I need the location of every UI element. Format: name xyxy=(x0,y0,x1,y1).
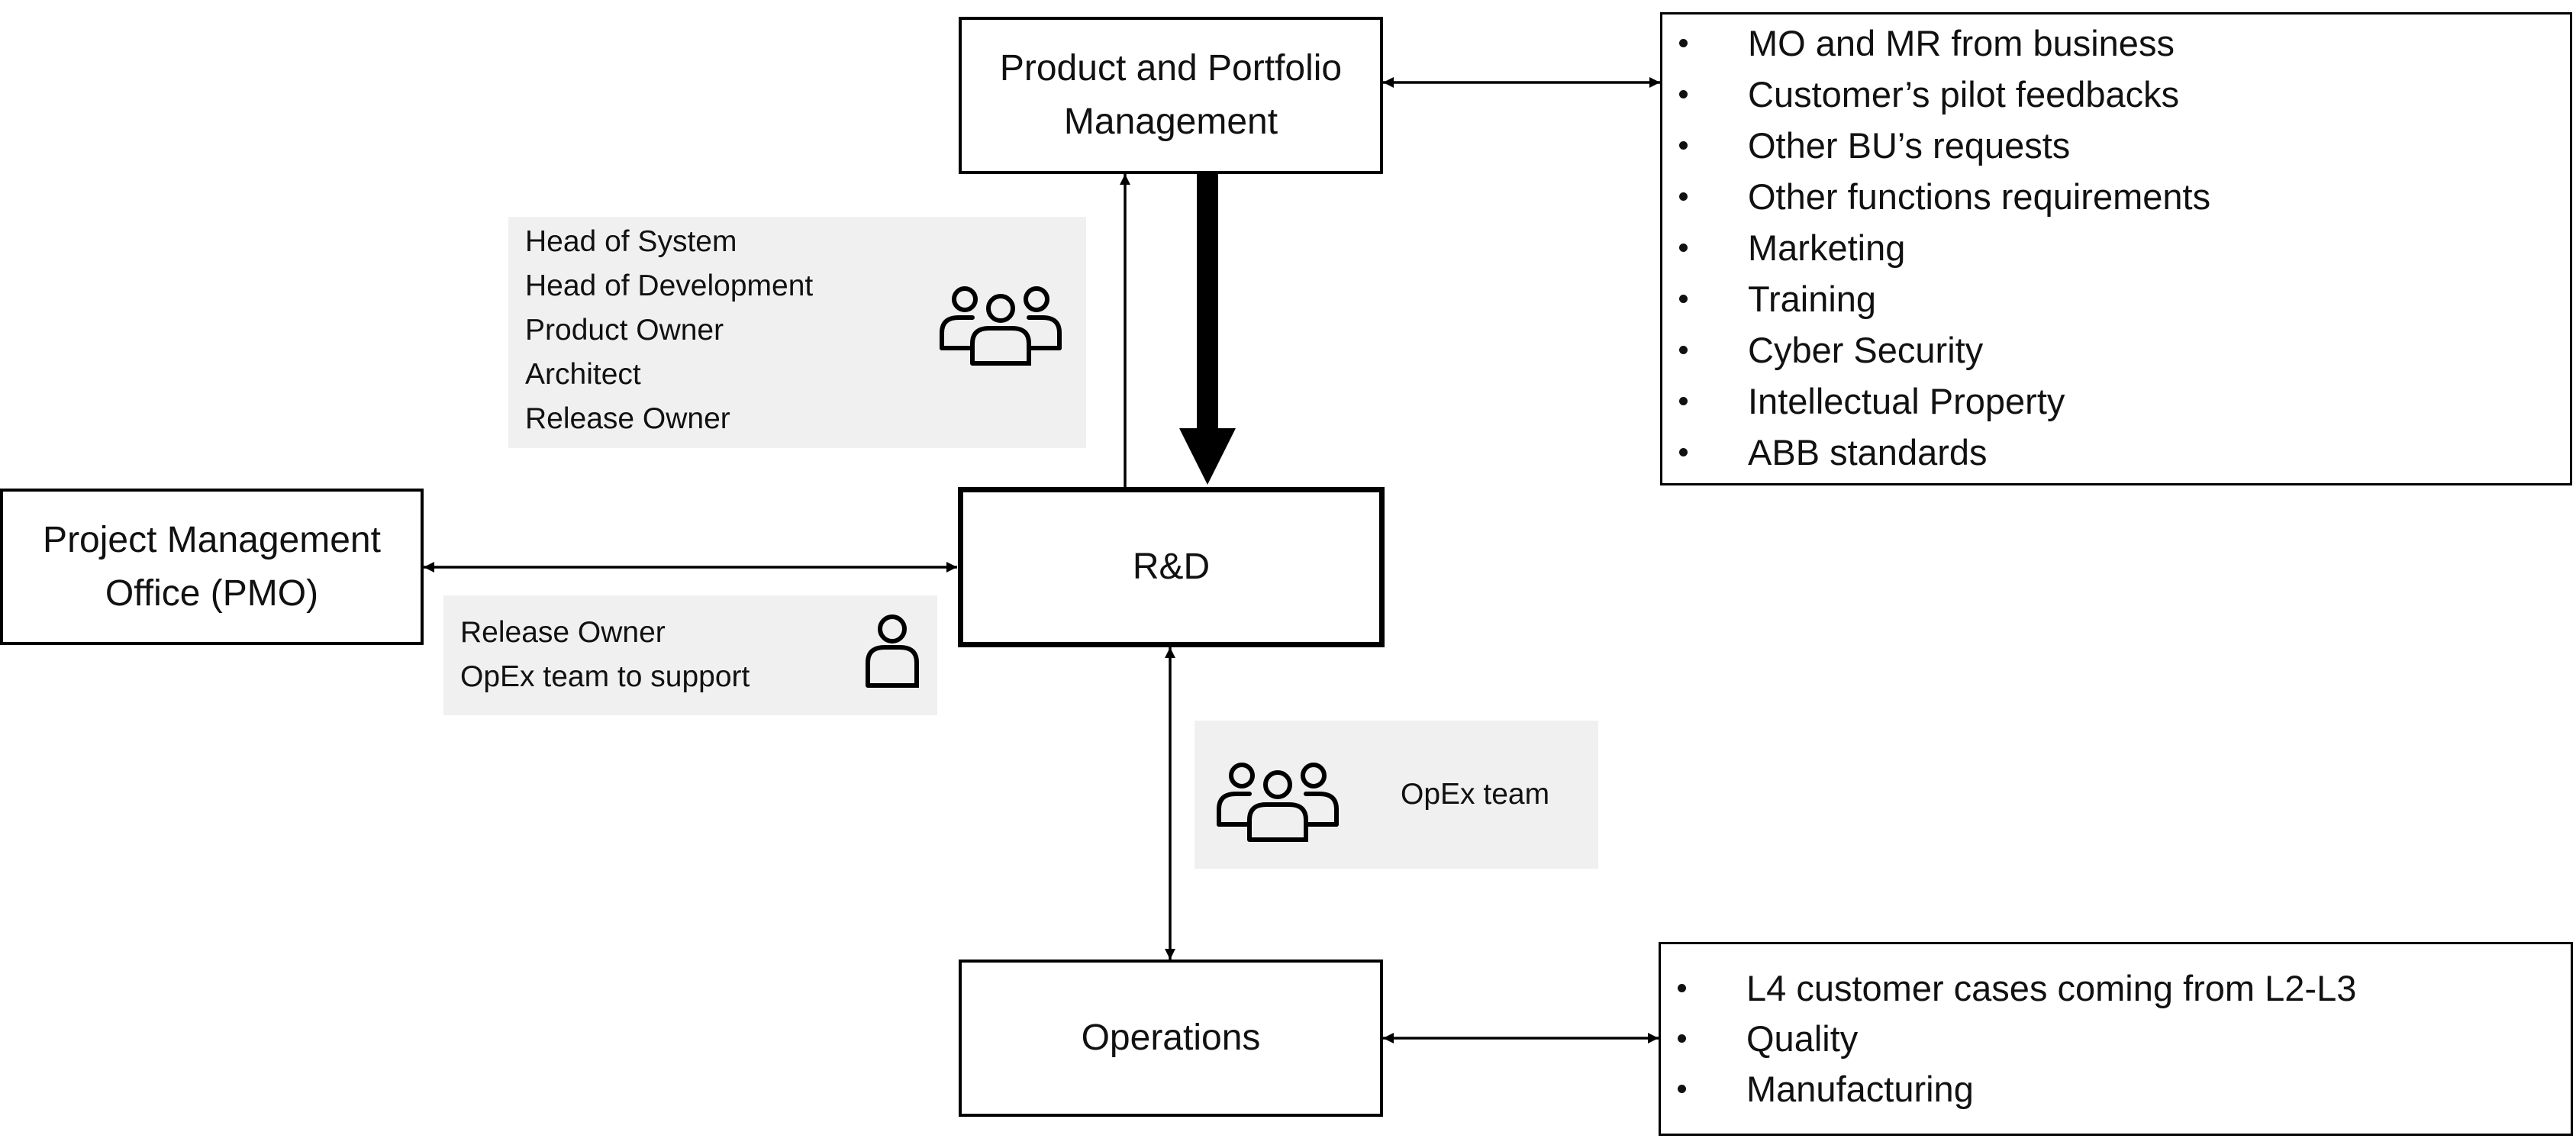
node-label: Project Management Office (PMO) xyxy=(43,519,381,614)
list-item-text: Manufacturing xyxy=(1746,1069,1974,1109)
bullet-icon xyxy=(1679,192,1688,201)
list-item-text: Other BU’s requests xyxy=(1748,125,2071,166)
list-item-text: Marketing xyxy=(1748,227,1906,268)
node-product-portfolio-management: Product and Portfolio Management xyxy=(959,17,1383,174)
bullet-icon xyxy=(1678,1085,1686,1093)
bullet-icon xyxy=(1679,448,1688,456)
bullet-icon xyxy=(1679,346,1688,354)
list-item-text: L4 customer cases coming from L2-L3 xyxy=(1746,968,2357,1008)
list-item-text: Cyber Security xyxy=(1748,330,1984,370)
bullet-icon xyxy=(1679,244,1688,252)
roles-list: Release Owner OpEx team to support xyxy=(460,611,750,699)
thick-arrow-shaft xyxy=(1197,174,1218,428)
roles-list: Head of System Head of Development Produ… xyxy=(525,220,813,441)
list-item-text: ABB standards xyxy=(1748,432,1988,473)
bullet-icon xyxy=(1679,295,1688,303)
bullet-icon xyxy=(1679,90,1688,98)
role-item: Release Owner xyxy=(460,616,666,649)
list-item-text: Quality xyxy=(1746,1018,1859,1059)
role-item: Head of Development xyxy=(525,269,814,302)
group-people-icon xyxy=(1217,763,1339,842)
list-item-text: Training xyxy=(1748,279,1877,319)
roles-panel-pmo: Release Owner OpEx team to support xyxy=(443,595,937,715)
node-label: Operations xyxy=(1081,1018,1261,1059)
role-item: OpEx team to support xyxy=(460,660,750,693)
role-item: Product Owner xyxy=(525,314,724,347)
list-item-text: Intellectual Property xyxy=(1748,381,2065,421)
node-label: Product and Portfolio Management xyxy=(999,48,1343,142)
bullet-icon xyxy=(1678,1034,1686,1043)
node-rnd: R&D xyxy=(958,487,1385,647)
bullet-icon xyxy=(1679,141,1688,150)
inputs-list-operations: L4 customer cases coming from L2-L3 Qual… xyxy=(1659,942,2573,1136)
role-item: Head of System xyxy=(525,225,737,258)
role-item: Release Owner xyxy=(525,402,730,435)
node-pmo: Project Management Office (PMO) xyxy=(0,489,424,645)
bullet-icon xyxy=(1679,397,1688,405)
list-item-text: Customer’s pilot feedbacks xyxy=(1748,74,2180,114)
list-item-text: MO and MR from business xyxy=(1748,23,2175,63)
role-item: OpEx team xyxy=(1401,778,1550,811)
roles-panel-operations: OpEx team xyxy=(1195,721,1598,869)
roles-panel-rnd-ppm: Head of System Head of Development Produ… xyxy=(508,217,1086,448)
inputs-list-ppm: MO and MR from business Customer’s pilot… xyxy=(1660,12,2572,485)
list-item-text: Other functions requirements xyxy=(1748,176,2211,217)
bullet-icon xyxy=(1678,984,1686,992)
node-operations: Operations xyxy=(959,960,1383,1117)
person-icon xyxy=(866,614,919,688)
thick-arrow-head xyxy=(1179,428,1236,485)
node-label: R&D xyxy=(1132,547,1211,588)
opex-team-label: OpEx team xyxy=(1401,772,1549,817)
role-item: Architect xyxy=(525,358,641,391)
bullet-icon xyxy=(1679,39,1688,47)
group-people-icon xyxy=(940,286,1062,366)
